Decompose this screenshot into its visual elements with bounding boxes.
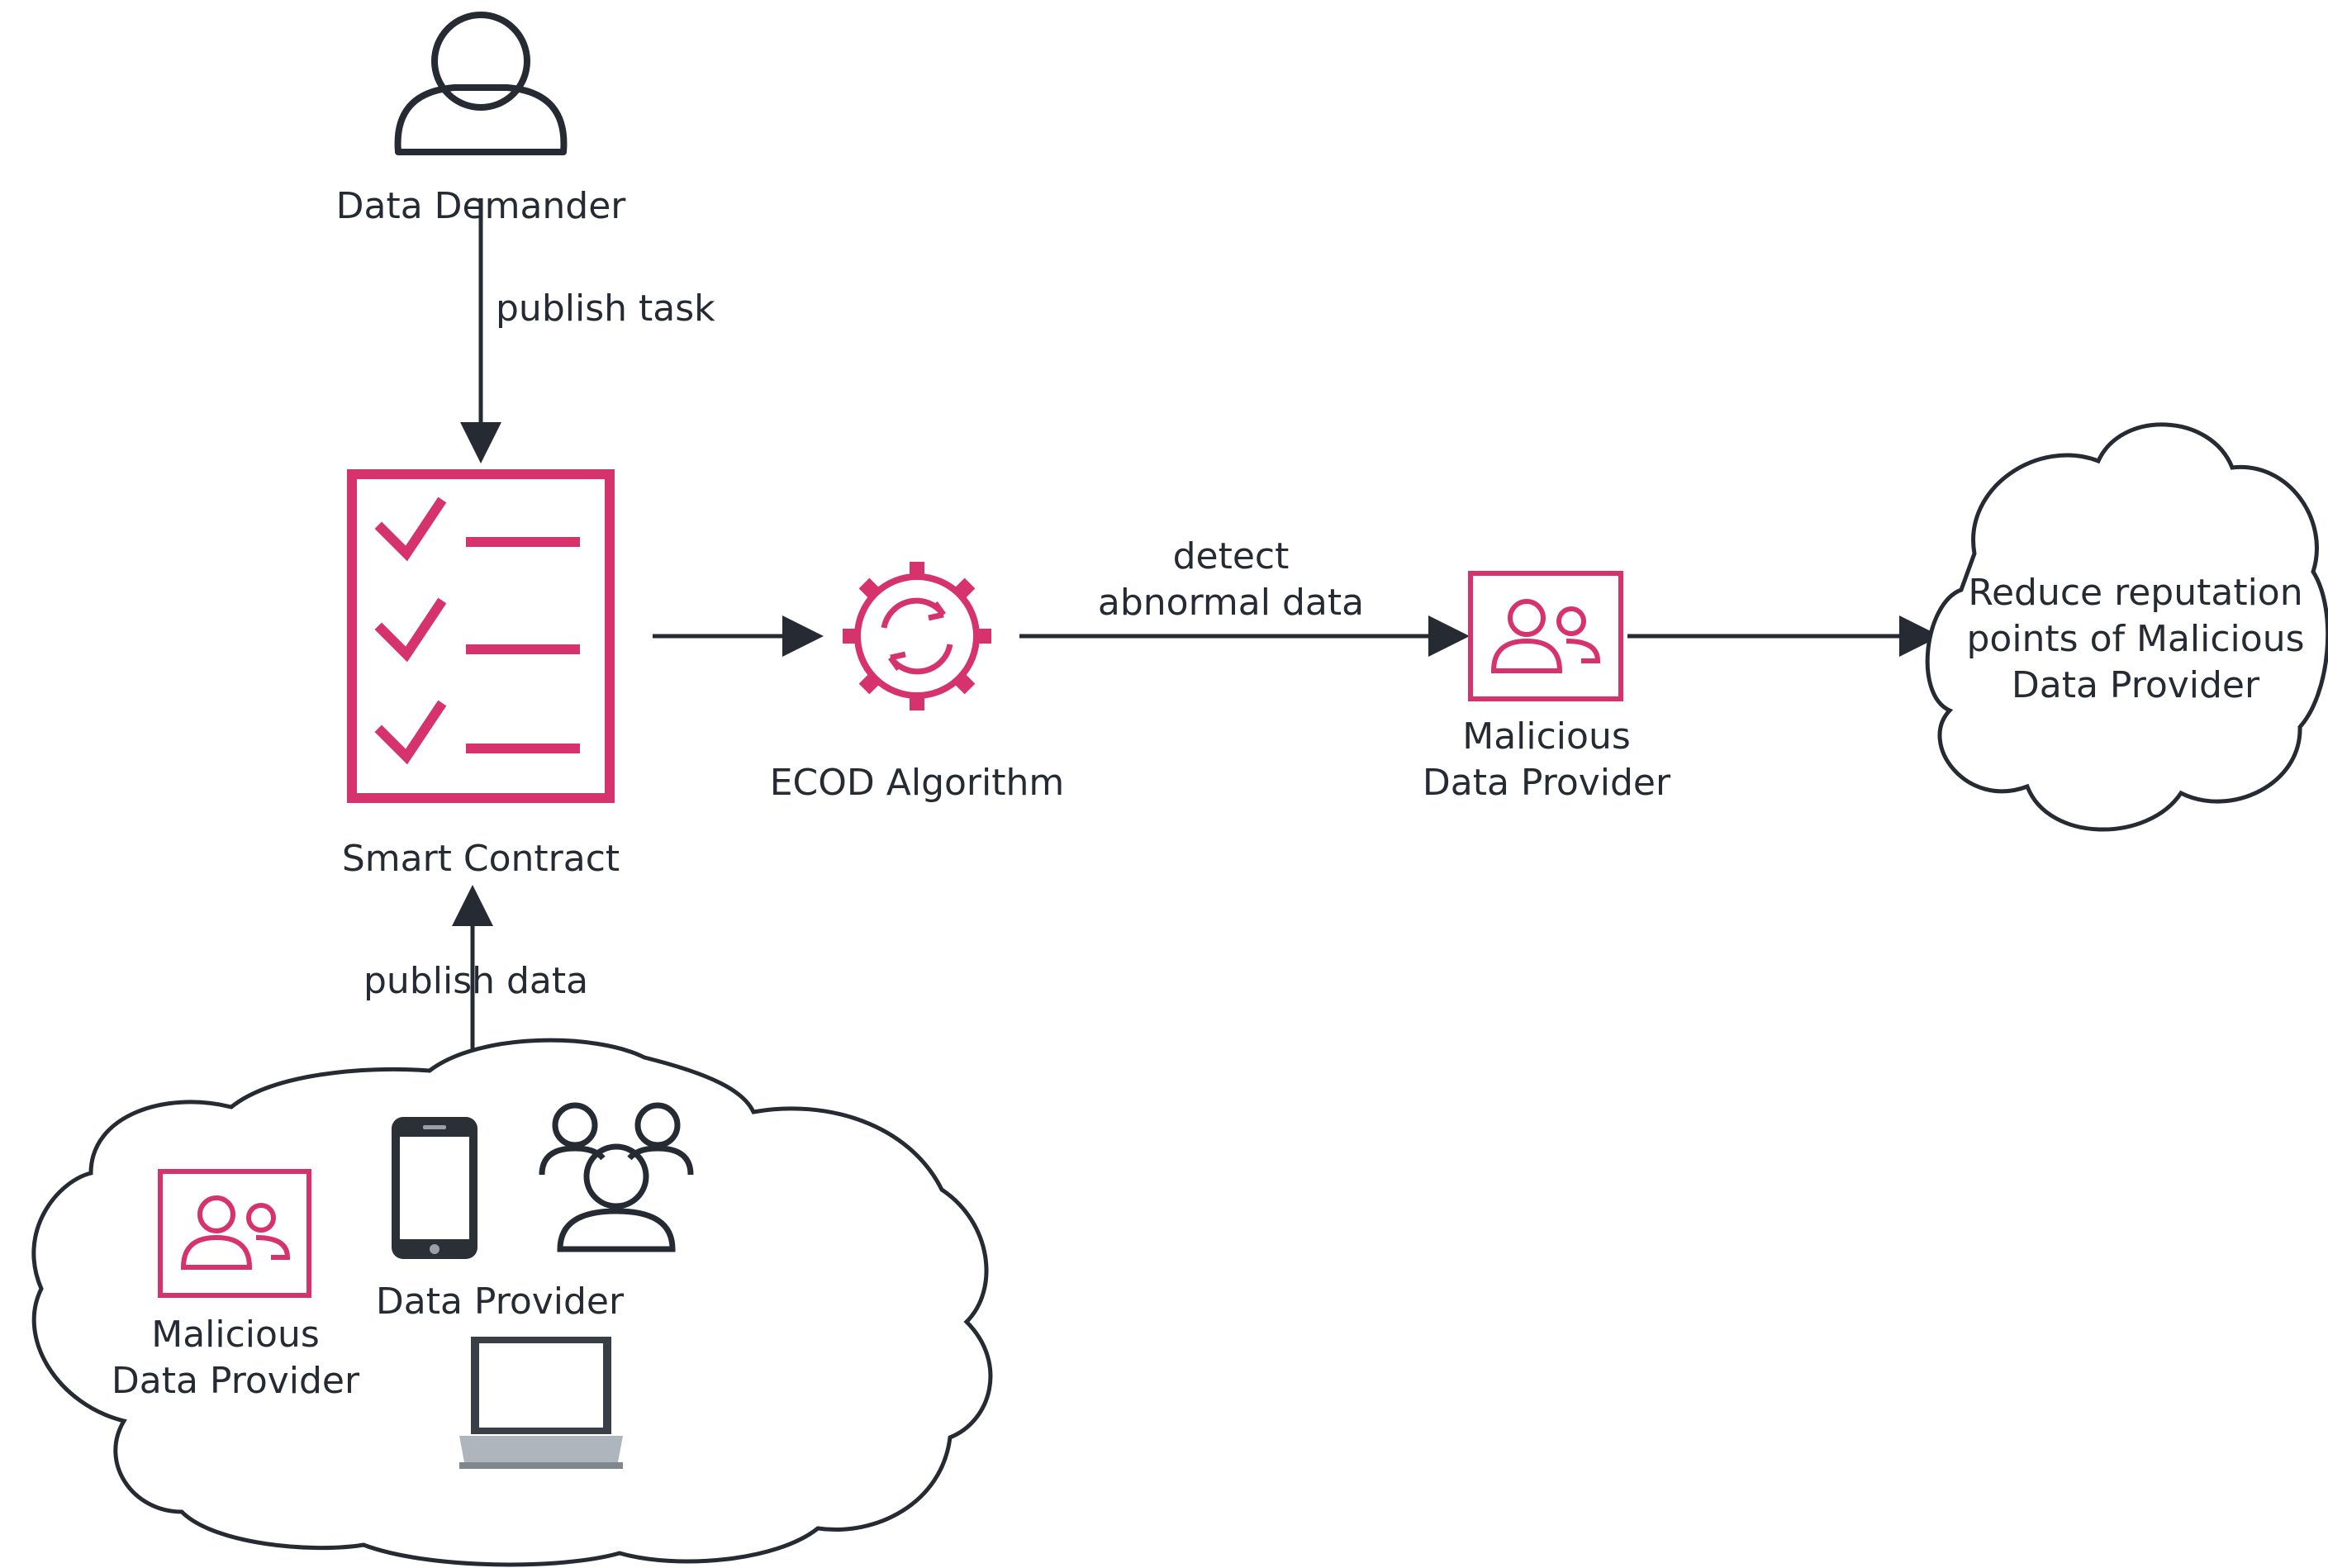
data-provider-label: Data Provider	[375, 1281, 625, 1323]
checklist-icon	[347, 469, 615, 803]
reduce-reputation-cloud	[1925, 422, 2328, 832]
ecod-algorithm-label: ECOD Algorithm	[769, 762, 1065, 804]
reduce-reputation-line3: Data Provider	[2011, 664, 2260, 706]
smart-contract-label: Smart Contract	[341, 838, 620, 880]
smartphone-icon	[392, 1117, 477, 1259]
detect-label-line2: abnormal data	[1097, 582, 1365, 624]
reduce-reputation-line2: points of Malicious	[1966, 618, 2305, 660]
publish-task-label: publish task	[496, 287, 715, 330]
detect-label-line1: detect	[1172, 535, 1290, 577]
malicious-provider-label: Malicious Data Provider	[1381, 714, 1712, 806]
cloud-malicious-line2: Data Provider	[111, 1360, 360, 1402]
users-box-icon	[158, 1169, 311, 1298]
reduce-reputation-line1: Reduce reputation	[1968, 572, 2303, 614]
cloud-malicious-line1: Malicious	[151, 1314, 320, 1356]
user-icon	[394, 12, 568, 155]
cloud-malicious-provider-label: Malicious Data Provider	[74, 1312, 397, 1404]
users-box-icon	[1468, 571, 1623, 701]
malicious-provider-label-line2: Data Provider	[1422, 762, 1671, 804]
gear-sync-icon	[843, 562, 991, 710]
reduce-reputation-label: Reduce reputation points of Malicious Da…	[1933, 570, 2328, 709]
laptop-icon	[459, 1337, 623, 1469]
publish-data-label: publish data	[363, 960, 589, 1002]
data-demander-label: Data Demander	[335, 185, 626, 227]
malicious-provider-label-line1: Malicious	[1462, 715, 1631, 758]
detect-label: detect abnormal data	[1057, 534, 1404, 626]
group-users-icon	[539, 1102, 694, 1252]
